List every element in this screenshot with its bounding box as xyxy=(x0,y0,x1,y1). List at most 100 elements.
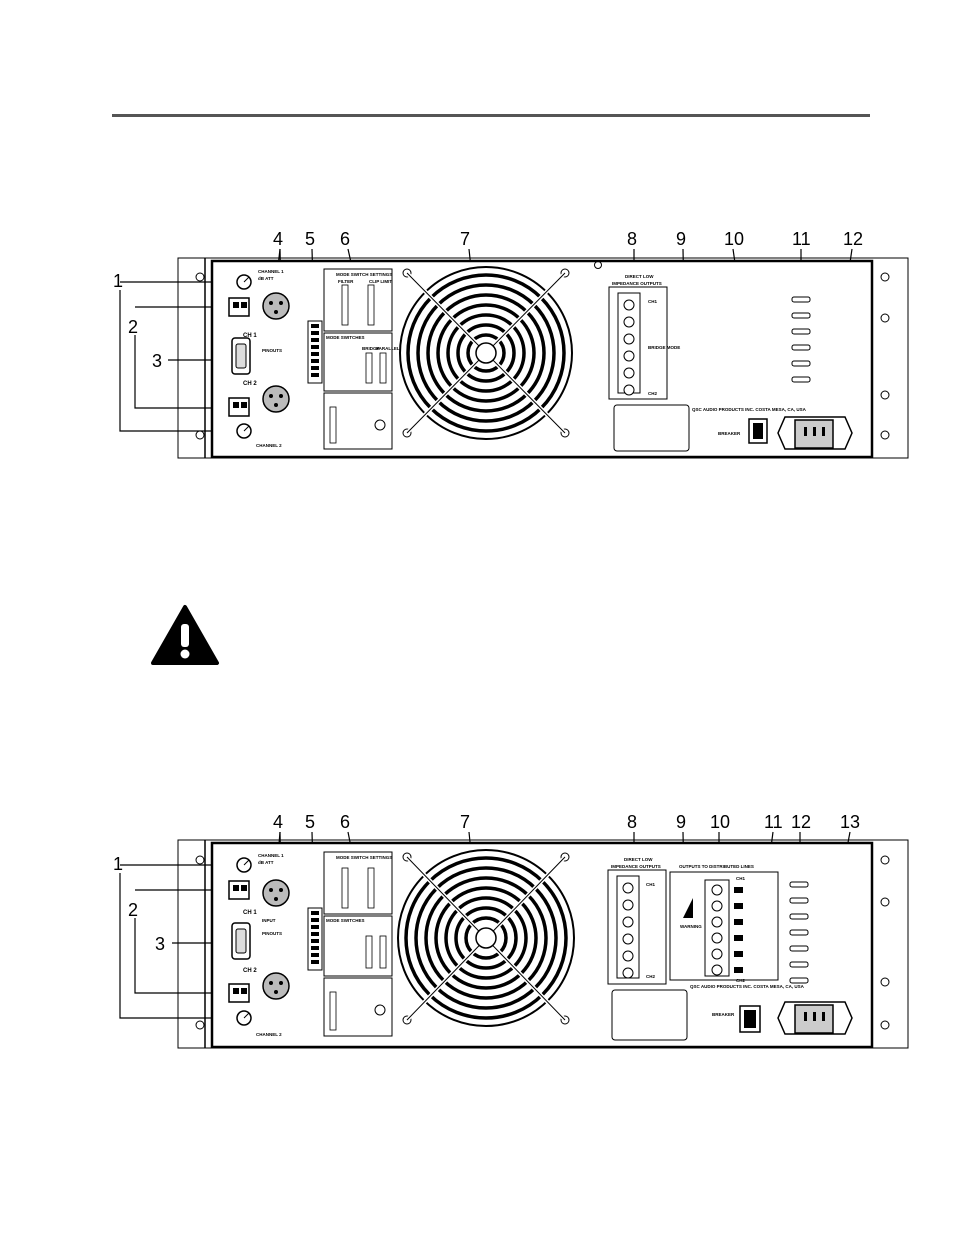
warning-label: WARNING xyxy=(680,924,702,929)
mode-switches-title: MODE SWITCHES xyxy=(326,335,365,340)
callout-8: 8 xyxy=(627,229,637,249)
warning-triangle-icon xyxy=(151,605,219,665)
ch1-attenuator-label: CHANNEL 1 xyxy=(258,269,284,274)
ch1-label: CH 1 xyxy=(243,333,257,339)
dist-ch1-label: CH1 xyxy=(736,876,745,881)
distributed-output-block xyxy=(669,871,779,981)
attenuator-ch2-knob[interactable] xyxy=(236,423,252,439)
cooling-fan-grille xyxy=(397,849,575,1027)
out-ch1-label: CH1 xyxy=(648,299,657,304)
out-ch2-label: CH2 xyxy=(646,974,655,979)
ch2-label: CH 2 xyxy=(243,381,257,387)
callout-11: 11 xyxy=(792,229,811,249)
direct-low-label: DIRECT LOW xyxy=(625,274,654,279)
rear-panel-figure-2: 1 2 3 4 5 6 7 8 9 10 11 12 13 xyxy=(113,812,909,1049)
manufacturer-label: QSC AUDIO PRODUCTS INC. COSTA MESA, CA, … xyxy=(692,407,807,412)
cooling-fan-grille xyxy=(399,266,573,440)
callout-6: 6 xyxy=(340,812,350,832)
xlr-input-ch2[interactable] xyxy=(262,385,290,413)
impedance-outputs-label: IMPEDANCE OUTPUTS xyxy=(612,281,662,286)
xlr-input-ch1[interactable] xyxy=(262,879,290,907)
callout-1: 1 xyxy=(113,854,123,874)
parallel-label: PARALLEL xyxy=(376,346,400,351)
callout-11: 11 xyxy=(764,812,783,832)
manufacturer-label: QSC AUDIO PRODUCTS INC. COSTA MESA, CA, … xyxy=(690,984,805,989)
callout-4: 4 xyxy=(273,229,283,249)
callout-5: 5 xyxy=(305,229,315,249)
callout-numbers: 1 2 3 4 5 6 7 8 9 10 11 12 13 xyxy=(113,812,860,954)
callout-10: 10 xyxy=(724,229,744,249)
header-rule xyxy=(112,114,870,117)
input-terminal-ch1[interactable] xyxy=(228,297,250,317)
serial-label-area xyxy=(611,989,688,1041)
breaker-switch[interactable] xyxy=(739,1005,761,1033)
ch2-attenuator-label: CHANNEL 2 xyxy=(256,1032,282,1037)
pinouts-label: PINOUTS xyxy=(262,348,282,353)
out-ch1-label: CH1 xyxy=(646,882,655,887)
callout-5: 5 xyxy=(305,812,315,832)
mode-switch-settings-panel xyxy=(323,851,393,1037)
xlr-input-ch1[interactable] xyxy=(262,292,290,320)
callout-9: 9 xyxy=(676,812,686,832)
input-terminal-ch2[interactable] xyxy=(228,397,250,417)
clip-limit-label: CLIP LIMIT xyxy=(369,279,392,284)
input-terminal-ch2[interactable] xyxy=(228,983,250,1003)
pinouts-label: PINOUTS xyxy=(262,931,282,936)
callout-12: 12 xyxy=(791,812,811,832)
callout-10: 10 xyxy=(710,812,730,832)
att-label: dB ATT xyxy=(258,860,274,865)
dist-ch2-label: CH2 xyxy=(736,978,745,983)
out-ch2-label: CH2 xyxy=(648,391,657,396)
serial-label-area xyxy=(613,404,690,452)
callout-3: 3 xyxy=(155,934,165,954)
callout-9: 9 xyxy=(676,229,686,249)
mode-switch-settings-title: MODE SWITCH SETTINGS xyxy=(336,272,392,277)
breaker-label: BREAKER xyxy=(712,1012,735,1017)
db-connector[interactable] xyxy=(231,337,251,375)
rear-panel-figure-1: 1 2 3 4 5 6 7 8 9 10 11 12 xyxy=(113,229,909,459)
bridge-label: BRIDGE xyxy=(362,346,380,351)
power-inlet[interactable] xyxy=(777,1001,853,1035)
xlr-input-ch2[interactable] xyxy=(262,972,290,1000)
ventilation-slots xyxy=(789,881,809,984)
callout-2: 2 xyxy=(128,900,138,920)
ch1-attenuator-label: CHANNEL 1 xyxy=(258,853,284,858)
callout-8: 8 xyxy=(627,812,637,832)
mode-switch-settings-panel xyxy=(323,268,393,450)
impedance-outputs-label: IMPEDANCE OUTPUTS xyxy=(611,864,661,869)
attenuator-ch1-knob[interactable] xyxy=(236,274,252,290)
db-connector[interactable] xyxy=(231,922,251,960)
direct-output-block xyxy=(608,286,668,400)
breaker-switch[interactable] xyxy=(748,418,768,444)
callout-7: 7 xyxy=(460,229,470,249)
ch2-attenuator-label: CHANNEL 2 xyxy=(256,443,282,448)
callout-12: 12 xyxy=(843,229,863,249)
input-label: INPUT xyxy=(262,918,276,923)
direct-output-block xyxy=(607,869,667,985)
filter-label: FILTER xyxy=(338,279,354,284)
power-inlet[interactable] xyxy=(777,416,853,450)
mode-switches-title: MODE SWITCHES xyxy=(326,918,365,923)
ventilation-slots xyxy=(791,296,811,383)
bridge-mode-label: BRIDGE MODE xyxy=(648,345,680,350)
direct-low-label: DIRECT LOW xyxy=(624,857,653,862)
att-label: dB ATT xyxy=(258,276,274,281)
ch2-label: CH 2 xyxy=(243,968,257,974)
dip-switch-bank[interactable] xyxy=(307,907,323,971)
ch1-label: CH 1 xyxy=(243,910,257,916)
callout-numbers: 1 2 3 4 5 6 7 8 9 10 11 12 xyxy=(113,229,863,371)
callout-4: 4 xyxy=(273,812,283,832)
attenuator-ch1-knob[interactable] xyxy=(236,857,252,873)
callout-7: 7 xyxy=(460,812,470,832)
callout-2: 2 xyxy=(128,317,138,337)
callout-1: 1 xyxy=(113,271,123,291)
attenuator-ch2-knob[interactable] xyxy=(236,1010,252,1026)
input-terminal-ch1[interactable] xyxy=(228,880,250,900)
breaker-label: BREAKER xyxy=(718,431,741,436)
outputs-distributed-label: OUTPUTS TO DISTRIBUTED LINES xyxy=(679,864,754,869)
mode-switch-settings-title: MODE SWITCH SETTINGS xyxy=(336,855,392,860)
callout-13: 13 xyxy=(840,812,860,832)
dip-switch-bank[interactable] xyxy=(307,320,323,384)
callout-6: 6 xyxy=(340,229,350,249)
callout-3: 3 xyxy=(152,351,162,371)
